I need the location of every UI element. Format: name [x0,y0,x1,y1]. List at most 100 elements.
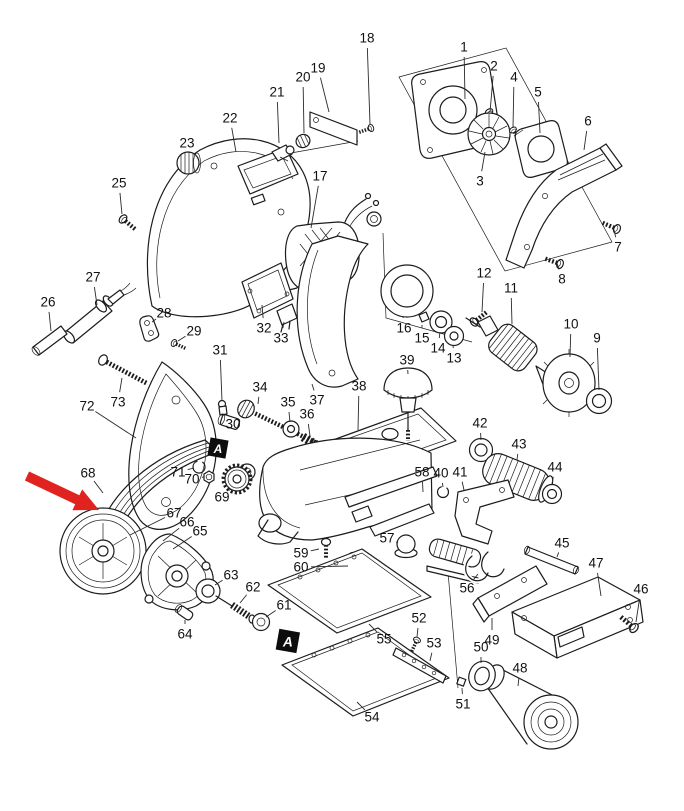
part-58-rail [369,503,435,537]
part-number-label: 36 [299,407,314,422]
part-number-label: 13 [446,351,461,366]
part-number-label: 6 [584,114,592,129]
part-26-cord [31,325,68,356]
part-number-label: 32 [256,321,271,336]
part-number-label: 54 [364,710,380,725]
leader-line [261,304,264,319]
leader-line [635,598,640,623]
part-number-label: 44 [547,460,563,475]
leader-line [416,627,419,638]
leader-line [310,548,320,552]
part-63-bearing [195,578,221,604]
part-number-label: 71 [170,465,185,480]
red-pointer-arrow [24,471,99,511]
part-9-bearing [585,387,613,415]
part-39-knob [383,367,433,441]
part-47-cover [511,576,644,659]
leader-line [219,359,223,402]
leader-line [172,536,192,550]
part-32-controller [241,262,294,319]
part-tension-spring [428,538,482,568]
part-number-label: 51 [455,697,470,712]
part-number-label: 48 [512,661,527,676]
part-65-bearing-plate [140,533,214,611]
part-61-spacer [251,612,271,632]
leader-line [257,396,260,405]
leader-line [481,282,484,313]
detail-marker-A: A [275,628,301,654]
part-31-post [217,399,228,416]
part-57-button [394,534,418,559]
part-56-clamp [463,551,505,584]
part-64-pin [174,604,194,621]
leader-line [48,311,52,332]
leader-line [510,297,513,325]
part-number-label: 39 [399,353,414,368]
part-number-label: 10 [563,317,578,332]
part-40-c-ring [436,485,450,499]
leader-line [311,383,315,391]
part-10-flange [542,349,598,417]
leader-line [151,318,157,323]
part-25-screw [118,213,139,232]
part-33-block [276,303,298,333]
part-number-label: 14 [430,341,446,356]
part-number-label: 5 [534,85,542,100]
part-number-label: 73 [110,395,125,410]
part-number-label: 27 [85,270,100,285]
part-number-label: 19 [310,61,325,76]
part-number-label: 30 [225,417,240,432]
part-number-label: 63 [223,568,238,583]
part-number-label: 31 [212,343,227,358]
leader-line [231,127,237,153]
leader-line [463,56,466,100]
part-number-label: 23 [179,136,194,151]
leader-line [551,476,554,485]
part-number-label: 43 [511,437,526,452]
leader-line [93,480,104,494]
part-13-washer [443,325,465,347]
part-50-flange [468,660,496,692]
leader-line [276,101,280,144]
part-number-label: 55 [376,632,391,647]
part-67-pulley [59,507,147,595]
leader-line [366,47,371,125]
part-number-label: 17 [312,169,327,184]
leader-line [187,467,195,471]
part-73-bolt [97,353,150,388]
red-arrow-shape [24,471,99,511]
part-62-gear-shaft [215,595,256,624]
part-number-label: 25 [111,176,126,191]
part-number-label: 4 [510,70,518,85]
leader-line [93,286,98,306]
part-6-rear-handle [505,143,623,269]
part-number-label: 70 [184,472,199,487]
leader-line [239,594,248,604]
part-number-label: 56 [459,581,474,596]
part-5-baffle [513,120,568,178]
part-number-label: 42 [472,416,487,431]
part-54-plate [281,627,450,717]
part-55-plate [267,548,432,634]
leader-line [319,77,330,113]
part-72-frame [128,361,217,530]
leader-line [538,101,541,134]
leader-line [307,423,311,437]
leader-line [489,75,494,113]
leader-line [265,610,276,618]
leader-line [214,579,223,586]
part-number-label: 50 [473,640,488,655]
part-number-label: 2 [490,59,498,74]
leader-line [288,411,291,423]
part-number-label: 35 [280,395,295,410]
part-44-washer [541,483,563,505]
part-number-label: 33 [273,331,288,346]
leader-line [282,321,285,329]
part-53-strip [392,647,447,684]
leader-line [472,573,479,581]
part-19-bar [309,111,358,146]
leader-line [461,481,465,491]
part-15-pin [418,311,430,323]
part-number-label: 40 [433,466,448,481]
leader-line [516,453,519,461]
